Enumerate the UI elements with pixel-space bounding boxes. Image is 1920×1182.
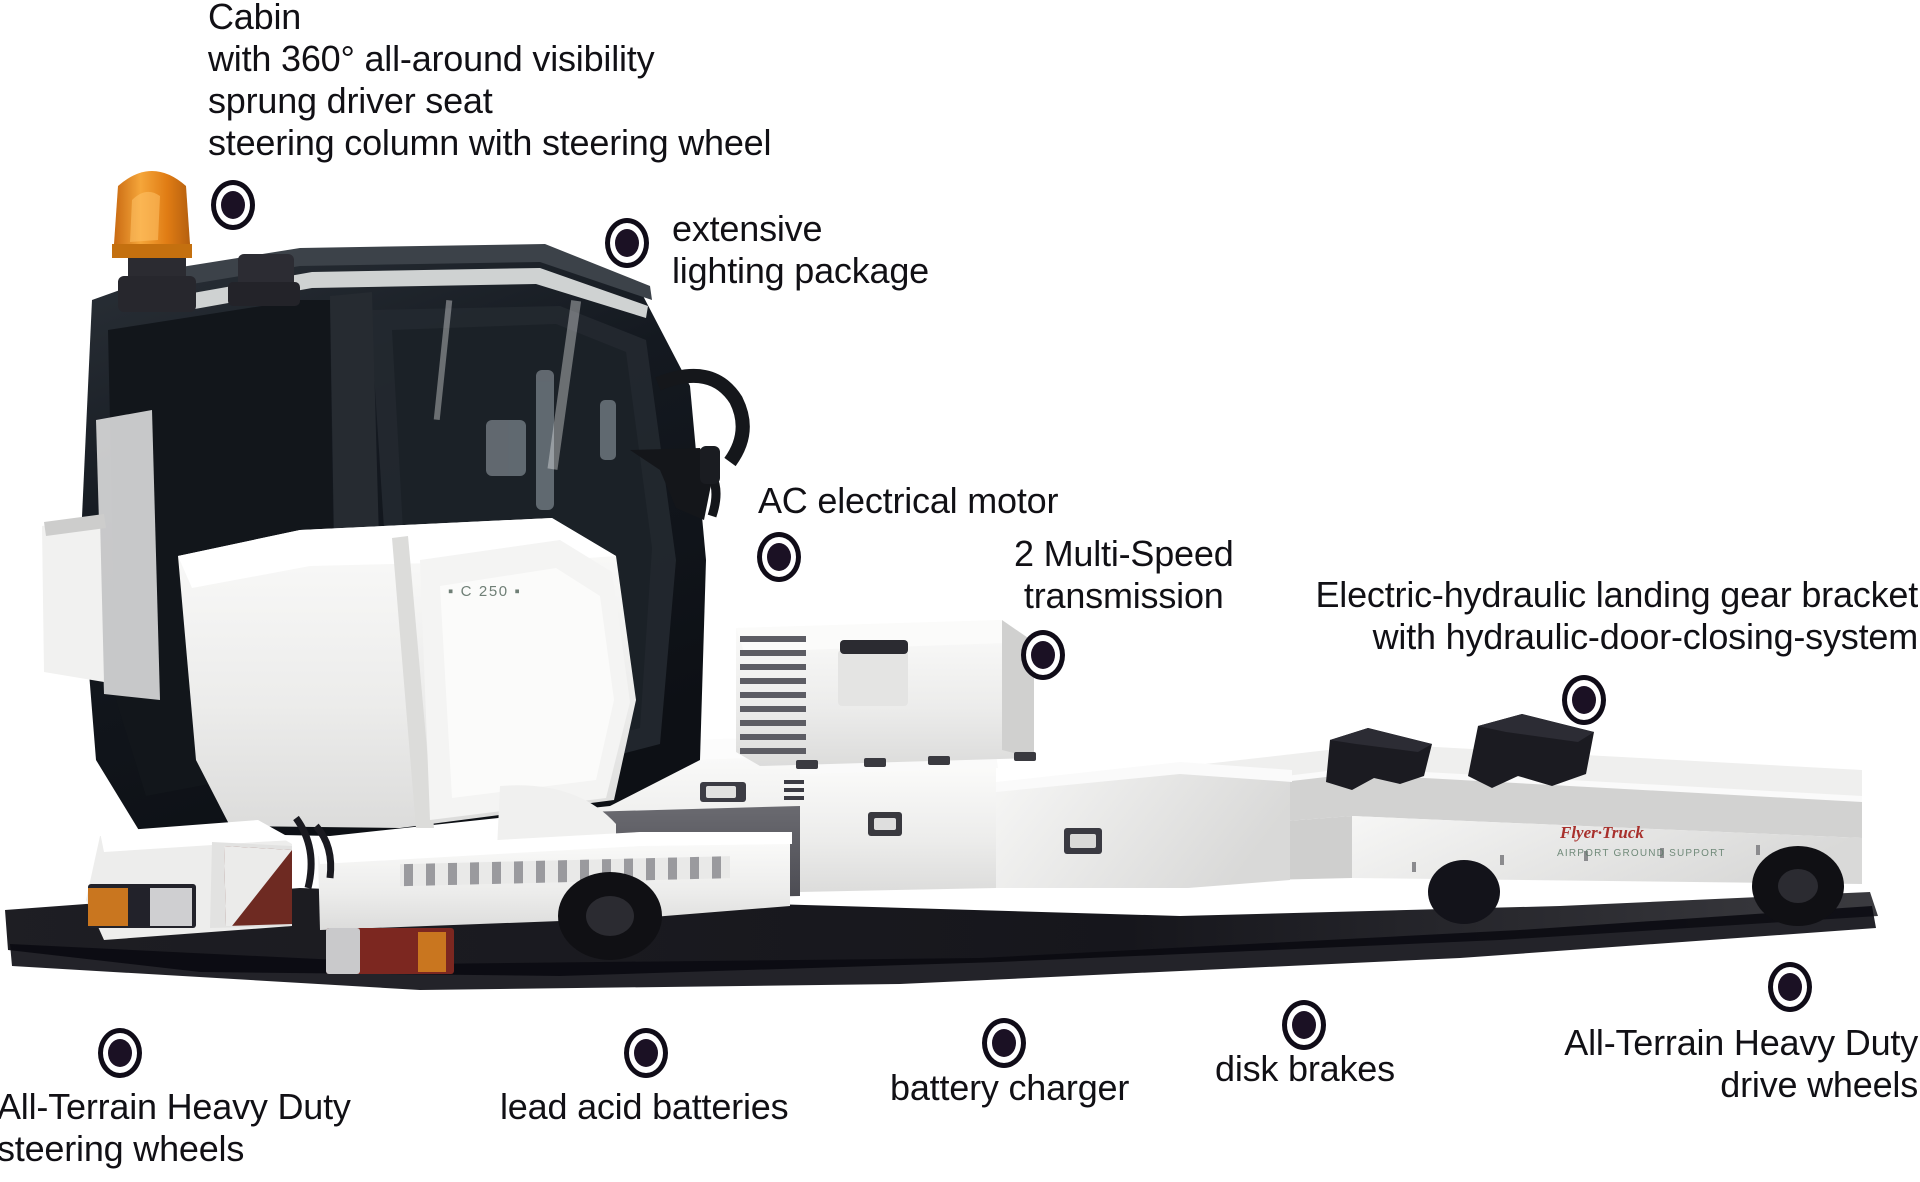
marker-lighting[interactable] (605, 218, 649, 268)
callout-cabin-label: Cabin with 360° all-around visibility sp… (208, 0, 772, 164)
marker-motor[interactable] (757, 532, 801, 582)
cab-model-badge-text: ▪ C 250 ▪ (448, 583, 521, 600)
marker-cabin[interactable] (211, 180, 255, 230)
marker-landing-gear[interactable] (1562, 675, 1606, 725)
panel-latch (1064, 828, 1102, 854)
callout-drive-wheels-label: All-Terrain Heavy Duty drive wheels (1564, 1022, 1918, 1106)
steering-linkage (293, 815, 335, 889)
callout-motor-label: AC electrical motor (758, 480, 1059, 521)
marker-brakes[interactable] (1282, 1000, 1326, 1050)
front-outrigger (86, 820, 294, 940)
rear-platform: Flyer·Truck AIRPORT GROUND SUPPORT (1092, 744, 1862, 884)
front-bumper (318, 832, 792, 974)
marker-batteries[interactable] (624, 1028, 668, 1078)
marker-drive-wheels[interactable] (1768, 962, 1812, 1012)
callout-lighting-label: extensive lighting package (672, 208, 929, 292)
battery-compartment (582, 736, 804, 900)
marker-transmission[interactable] (1021, 630, 1065, 680)
battery-charger-box (798, 754, 998, 892)
callout-landing-gear-label: Electric-hydraulic landing gear bracket … (1315, 574, 1919, 658)
marker-steering-wheels[interactable] (98, 1028, 142, 1078)
wheel-rear-right (1752, 846, 1844, 926)
landing-gear-brackets (1326, 714, 1594, 790)
callout-transmission-label: 2 Multi-Speed transmission (1014, 533, 1234, 617)
cab-side-fairing: ▪ C 250 ▪ (178, 518, 636, 870)
ac-motor-hood (736, 620, 1036, 769)
callout-batteries-label: lead acid batteries (500, 1086, 789, 1127)
ground-shadow (5, 888, 1878, 990)
rotating-beacon (112, 171, 196, 312)
callout-brakes-label: disk brakes (1215, 1048, 1395, 1089)
wheel-rear-left (1428, 860, 1500, 924)
chassis-mid-body (996, 762, 1292, 888)
driver-cab (42, 244, 750, 836)
rear-lamp (326, 928, 454, 974)
roof-lamp-mount (228, 254, 300, 306)
brand-logo-text: Flyer·Truck (1559, 823, 1644, 842)
brand-subtitle-text: AIRPORT GROUND SUPPORT (1557, 848, 1726, 859)
marker-charger[interactable] (982, 1018, 1026, 1068)
wheel-front (558, 872, 662, 960)
callout-steering-wheels-label: All-Terrain Heavy Duty steering wheels (0, 1086, 351, 1170)
wheels (558, 846, 1844, 960)
callout-charger-label: battery charger (890, 1067, 1130, 1108)
